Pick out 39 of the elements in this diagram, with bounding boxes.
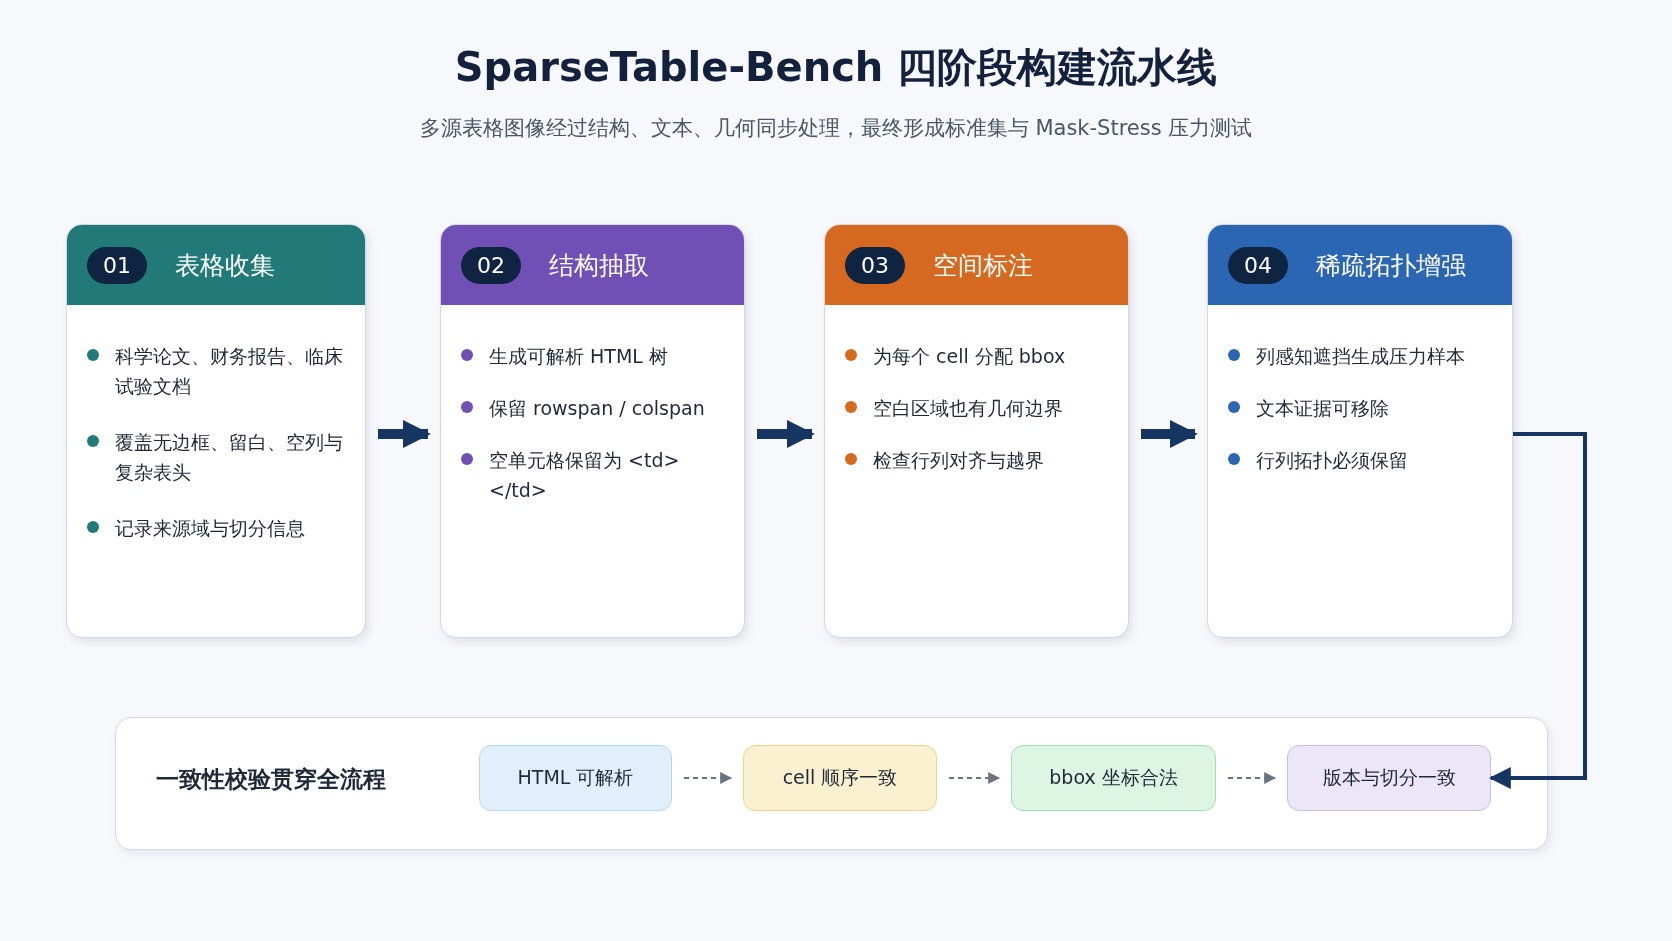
stage-card (824, 224, 1129, 638)
step-number-badge: 01 (87, 246, 147, 284)
bullet-text: 记录来源域与切分信息 (115, 516, 305, 541)
stage-card (440, 224, 745, 638)
stage-title: 稀疏拓扑增强 (1316, 249, 1466, 282)
stage-card (1207, 224, 1513, 638)
check-step-pill: 版本与切分一致 (1287, 745, 1491, 811)
bullet-text: 科学论文、财务报告、临床试验文档 (115, 344, 344, 399)
stage-title: 结构抽取 (549, 249, 649, 282)
arrow (683, 772, 733, 784)
check-step-pill: HTML 可解析 (479, 745, 672, 811)
arrow (757, 420, 815, 448)
stage-title: 空间标注 (933, 249, 1033, 282)
bullet-text: 生成可解析 HTML 树 (489, 344, 668, 369)
bullet-text: 覆盖无边框、留白、空列与复杂表头 (115, 430, 344, 485)
bullet-text: 检查行列对齐与越界 (873, 448, 1044, 473)
arrow (948, 772, 1001, 784)
step-number-badge: 04 (1228, 246, 1288, 284)
bullet-text: 为每个 cell 分配 bbox (873, 344, 1066, 369)
arrow (378, 420, 431, 448)
step-number-badge: 02 (461, 246, 521, 284)
bullet-text: 列感知遮挡生成压力样本 (1256, 344, 1465, 369)
bullet-text: 空白区域也有几何边界 (873, 396, 1063, 421)
bullet-text: 行列拓扑必须保留 (1256, 448, 1408, 473)
bullet-text: 文本证据可移除 (1256, 396, 1389, 421)
validation-panel (115, 717, 1548, 850)
arrow (1141, 420, 1198, 448)
arrow (1227, 772, 1277, 784)
panel-title: 一致性校验贯穿全流程 (156, 765, 386, 794)
stage-card (66, 224, 366, 638)
check-step-pill: bbox 坐标合法 (1011, 745, 1216, 811)
arrow (1488, 432, 1587, 789)
step-number-badge: 03 (845, 246, 905, 284)
bullet-text: 保留 rowspan / colspan (489, 396, 705, 421)
diagram-title: SparseTable-Bench 四阶段构建流水线 (453, 43, 1219, 92)
check-step-pill: cell 顺序一致 (743, 745, 937, 811)
subtitle: 多源表格图像经过结构、文本、几何同步处理，最终形成标准集与 Mask-Stress 压力测试 (418, 115, 1254, 142)
stage-title: 表格收集 (175, 249, 275, 282)
bullet-text: 空单元格保留为 <td></td> (489, 448, 681, 503)
